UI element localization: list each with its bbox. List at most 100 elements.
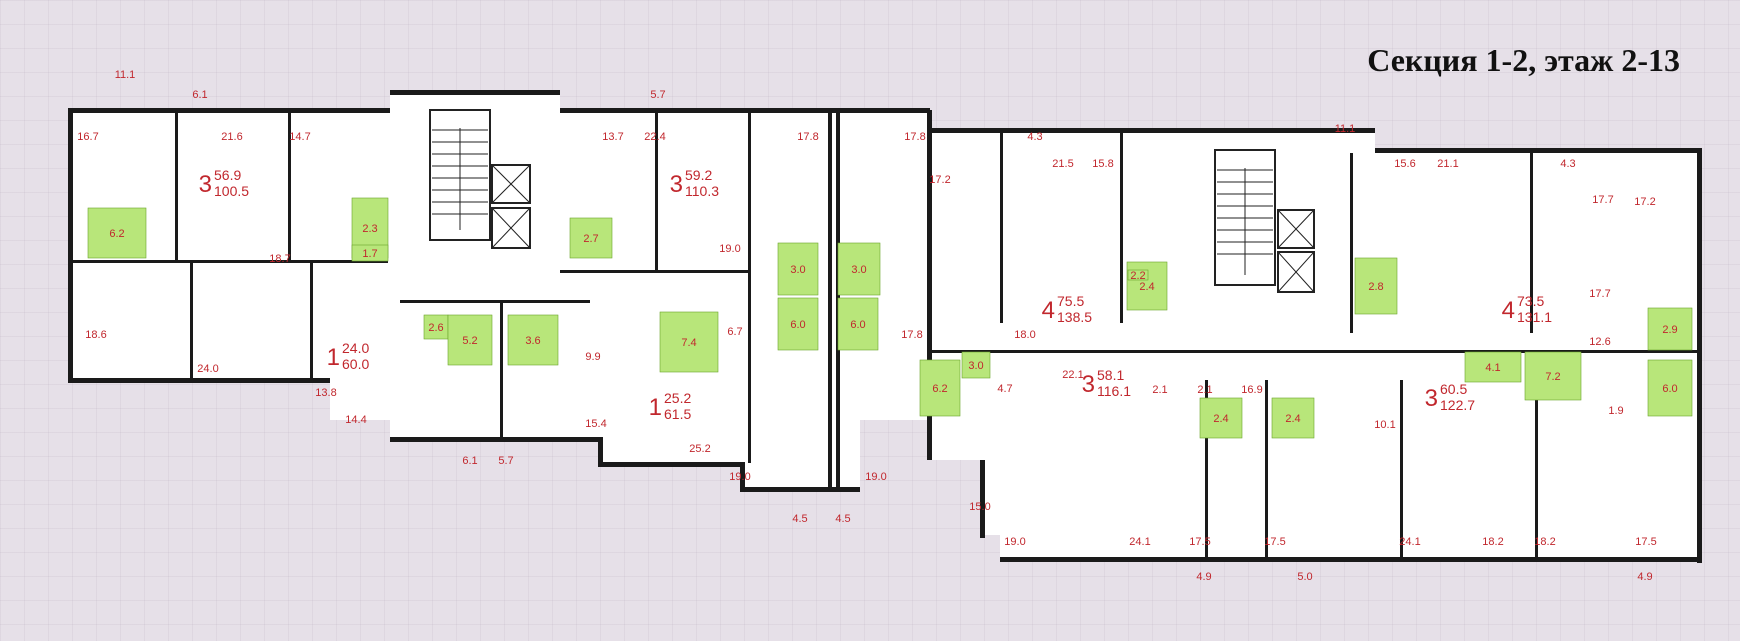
wall bbox=[560, 270, 750, 273]
apartment-total-area: 110.3 bbox=[685, 183, 719, 199]
wet-zone-area: 2.4 bbox=[1285, 413, 1300, 425]
room-area: 4.9 bbox=[1637, 571, 1652, 583]
room-area: 11.1 bbox=[1335, 123, 1356, 135]
room-area: 24.1 bbox=[1129, 536, 1150, 548]
room-area: 17.8 bbox=[797, 131, 818, 143]
wall bbox=[1175, 128, 1375, 133]
room-area: 13.8 bbox=[315, 387, 336, 399]
wet-zone bbox=[569, 217, 613, 259]
wet-zone bbox=[1464, 351, 1522, 383]
wing-west bbox=[68, 90, 930, 490]
room-area: 22.4 bbox=[644, 131, 665, 143]
apartment-living-area: 75.5 bbox=[1057, 293, 1084, 309]
wall bbox=[288, 113, 291, 263]
room-area: 19.0 bbox=[719, 243, 740, 255]
wet-zone-area: 2.4 bbox=[1139, 281, 1154, 293]
wet-zone-area: 3.0 bbox=[790, 264, 805, 276]
room-area: 17.8 bbox=[901, 329, 922, 341]
room-area: 24.0 bbox=[197, 363, 218, 375]
room-area: 18.6 bbox=[85, 329, 106, 341]
room-area: 11.1 bbox=[115, 69, 136, 81]
apartment-rooms: 3 bbox=[1425, 385, 1438, 412]
wall bbox=[190, 263, 193, 378]
room-area: 24.1 bbox=[1399, 536, 1420, 548]
room-area: 5.7 bbox=[498, 455, 513, 467]
room-area: 17.7 bbox=[1592, 194, 1613, 206]
wall bbox=[1535, 380, 1538, 560]
wet-zone bbox=[837, 297, 879, 351]
wall bbox=[740, 462, 745, 492]
room-area: 6.7 bbox=[727, 326, 742, 338]
room-area: 4.3 bbox=[1560, 158, 1575, 170]
room-area: 17.5 bbox=[1264, 536, 1285, 548]
apartment-rooms: 4 bbox=[1502, 297, 1515, 324]
stair-steps bbox=[432, 128, 488, 230]
room-area: 4.9 bbox=[1196, 571, 1211, 583]
wet-zone-area: 2.4 bbox=[1213, 413, 1228, 425]
wet-zone-area: 7.2 bbox=[1545, 371, 1560, 383]
room-area: 17.2 bbox=[1634, 196, 1655, 208]
room-area: 16.9 bbox=[1241, 384, 1262, 396]
apartment-rooms: 4 bbox=[1042, 297, 1055, 324]
room-area: 17.8 bbox=[904, 131, 925, 143]
apartment-rooms: 1 bbox=[649, 394, 662, 421]
wet-zone-area: 6.0 bbox=[790, 319, 805, 331]
wet-zone-area: 6.2 bbox=[109, 228, 124, 240]
room-area: 18.7 bbox=[269, 253, 290, 265]
wall bbox=[390, 437, 600, 442]
wet-zone bbox=[351, 244, 389, 262]
wall bbox=[598, 437, 603, 467]
wet-zone bbox=[961, 351, 991, 379]
wet-zone-area: 3.0 bbox=[851, 264, 866, 276]
stair-core-left bbox=[429, 109, 531, 249]
room-area: 17.7 bbox=[1589, 288, 1610, 300]
room-area: 1.9 bbox=[1608, 405, 1623, 417]
stair-steps bbox=[1217, 168, 1273, 275]
wet-zone bbox=[1354, 257, 1398, 315]
apartment-rooms: 3 bbox=[670, 171, 683, 198]
wet-zone bbox=[87, 207, 147, 259]
wet-zone-area: 2.8 bbox=[1368, 281, 1383, 293]
wall bbox=[980, 460, 985, 538]
wet-zone bbox=[1271, 397, 1315, 439]
room-area: 4.7 bbox=[997, 383, 1012, 395]
wet-zone bbox=[447, 314, 493, 366]
wall bbox=[1350, 153, 1353, 333]
room-area: 5.7 bbox=[650, 89, 665, 101]
wall bbox=[655, 113, 658, 273]
wall bbox=[400, 300, 590, 303]
room-area: 18.0 bbox=[1014, 329, 1035, 341]
wall bbox=[68, 378, 330, 383]
room-area: 14.7 bbox=[289, 131, 310, 143]
wet-zone-area: 6.0 bbox=[850, 319, 865, 331]
wet-zone bbox=[507, 314, 559, 366]
apartment-living-area: 24.0 bbox=[342, 340, 369, 356]
wet-zone-area: 5.2 bbox=[462, 335, 477, 347]
wet-zone bbox=[1199, 397, 1243, 439]
room-area: 19.0 bbox=[1004, 536, 1025, 548]
wet-zone-area: 7.4 bbox=[681, 337, 696, 349]
apartment-rooms: 3 bbox=[1082, 371, 1095, 398]
wall bbox=[740, 487, 860, 492]
stair-core-right bbox=[1214, 149, 1315, 293]
section-wall bbox=[828, 110, 832, 490]
room-area: 14.4 bbox=[345, 414, 366, 426]
apartment-total-area: 116.1 bbox=[1097, 383, 1131, 399]
wet-zone-area: 6.0 bbox=[1662, 383, 1677, 395]
room-area: 17.5 bbox=[1189, 536, 1210, 548]
room-area: 9.9 bbox=[585, 351, 600, 363]
apartment-total-area: 100.5 bbox=[214, 183, 249, 199]
building-body bbox=[68, 90, 1702, 563]
apartment-total-area: 138.5 bbox=[1057, 309, 1092, 325]
room-area: 15.4 bbox=[585, 418, 606, 430]
page-title: Секция 1-2, этаж 2-13 bbox=[1367, 42, 1680, 78]
room-area: 4.3 bbox=[1027, 131, 1042, 143]
room-area: 15.8 bbox=[1092, 158, 1113, 170]
